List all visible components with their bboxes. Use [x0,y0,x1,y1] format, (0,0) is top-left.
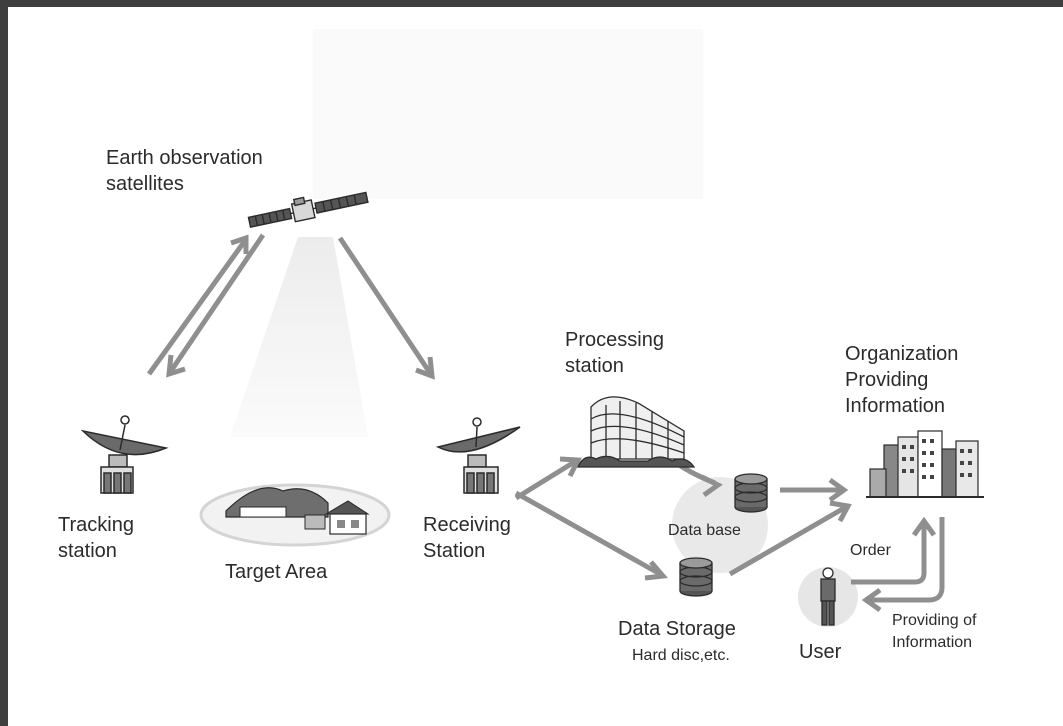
providing-label: Providing of Information [892,610,977,654]
tracking-antenna-icon [80,415,169,494]
organization-label-line1: Organization [845,343,959,365]
satellite-label: Earth observation satellites [106,145,263,197]
receiving-antenna-icon [435,417,521,494]
receiving-station-label: Receiving Station [423,512,511,564]
order-label: Order [850,542,891,559]
tracking-label-line2: station [58,540,117,562]
receiving-label-line1: Receiving [423,514,511,536]
arrow-satellite-to-receiving [337,236,435,380]
processing-label-line2: station [565,355,624,377]
providing-label-line1: Providing of [892,612,977,629]
observation-beam [230,237,368,437]
organization-buildings-icon [866,430,984,498]
organization-label-line3: Information [845,395,946,417]
processing-label-line1: Processing [565,329,664,351]
tracking-station-label: Tracking station [58,512,134,564]
providing-label-line2: Information [892,634,973,651]
processing-building-icon [577,396,696,468]
satellite-label-line1: Earth observation [106,147,263,169]
user-label: User [799,641,842,663]
database-icon [734,473,768,513]
diagram-graphics [80,29,1038,627]
background-panel [313,29,703,199]
user-icon [820,567,836,626]
data-storage-icon [679,557,713,597]
processing-station-label: Processing station [565,327,664,379]
arrow-providing [861,517,945,613]
diagram-canvas: Earth observation satellites Tracking st… [8,7,1063,726]
arrow-receiving-to-storage [514,490,668,581]
database-label: Data base [668,522,741,539]
data-storage-label: Data Storage [618,618,736,640]
receiving-label-line2: Station [423,540,486,562]
data-storage-sublabel: Hard disc,etc. [632,647,730,664]
arrow-tracking-to-satellite [146,234,249,376]
organization-label-line2: Providing [845,369,929,391]
arrow-database-to-organization [780,477,849,503]
target-area-label: Target Area [225,561,328,583]
organization-label: Organization Providing Information [845,341,958,419]
satellite-icon [247,191,369,228]
target-area-icon [199,483,391,547]
tracking-label-line1: Tracking [58,514,134,536]
arrow-satellite-to-tracking [166,233,266,378]
arrow-storage-to-organization [728,500,852,577]
satellite-label-line2: satellites [106,173,184,195]
arrow-order [851,516,937,585]
arrow-receiving-to-processing [514,456,582,501]
